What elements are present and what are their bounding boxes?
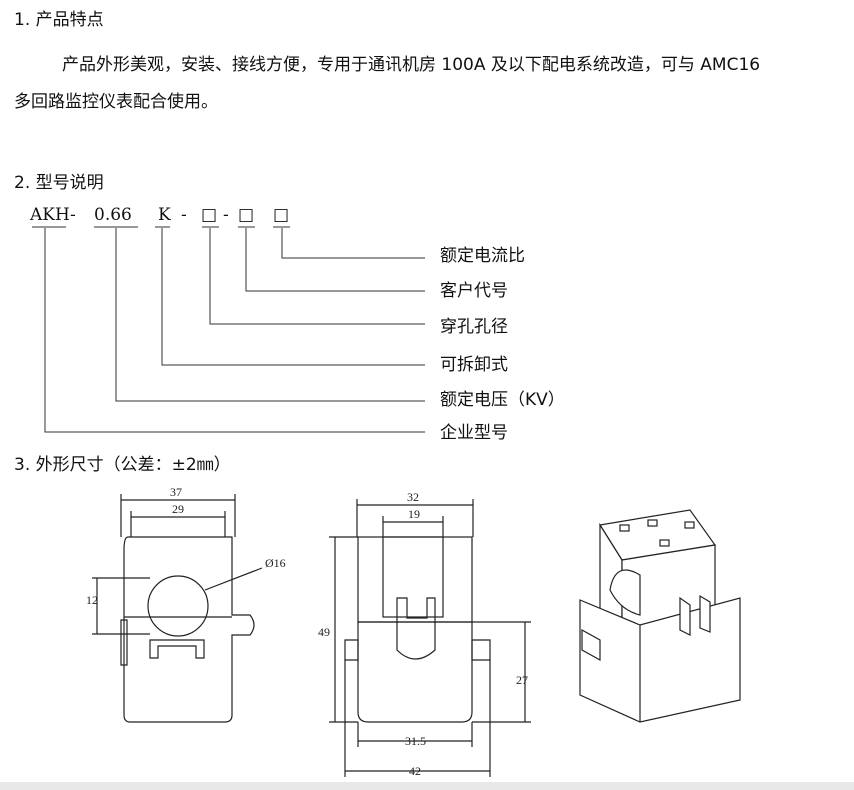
side-base-inner: 31.5 — [405, 734, 426, 748]
side-view-drawing — [329, 499, 531, 777]
label-rated-current-ratio: 额定电流比 — [440, 246, 525, 266]
side-height-total: 49 — [318, 625, 330, 639]
side-top-outer: 32 — [407, 490, 419, 504]
front-view-drawing — [92, 494, 263, 723]
front-width-outer: 37 — [170, 485, 182, 499]
side-top-inner: 19 — [408, 507, 420, 521]
label-hole-diameter: 穿孔孔径 — [440, 317, 508, 337]
model-part-dash: - — [70, 205, 76, 225]
model-part-box: □ — [238, 205, 255, 225]
model-part-box: □ — [201, 205, 218, 225]
front-hole-dia: Ø16 — [265, 556, 286, 570]
model-part-akh: AKH — [30, 205, 70, 225]
section1-paragraph-line2: 多回路监控仪表配合使用。 — [14, 92, 218, 112]
label-enterprise-model: 企业型号 — [440, 423, 508, 443]
leader-lines — [44, 228, 425, 433]
bottom-scrollbar-strip — [0, 782, 854, 790]
section2-heading: 2. 型号说明 — [14, 173, 104, 193]
perspective-view-drawing — [579, 509, 741, 723]
model-part-dash: - — [181, 205, 187, 225]
front-width-inner: 29 — [172, 502, 184, 516]
section1-paragraph-line1: 产品外形美观，安装、接线方便，专用于通讯机房 100A 及以下配电系统改造，可与… — [62, 55, 761, 75]
side-height-body: 27 — [516, 673, 528, 687]
section3-heading: 3. 外形尺寸（公差：±2㎜） — [14, 455, 231, 475]
model-part-voltage: 0.66 — [94, 205, 132, 225]
section1-heading: 1. 产品特点 — [14, 10, 104, 30]
model-part-dash: - — [223, 205, 229, 225]
front-hole-height: 12 — [86, 593, 98, 607]
label-customer-code: 客户代号 — [440, 281, 508, 301]
label-detachable: 可拆卸式 — [440, 355, 508, 375]
side-base-outer: 42 — [409, 764, 421, 778]
label-rated-voltage: 额定电压（KV） — [440, 390, 565, 410]
model-part-k: K — [158, 205, 171, 225]
model-part-box: □ — [273, 205, 290, 225]
